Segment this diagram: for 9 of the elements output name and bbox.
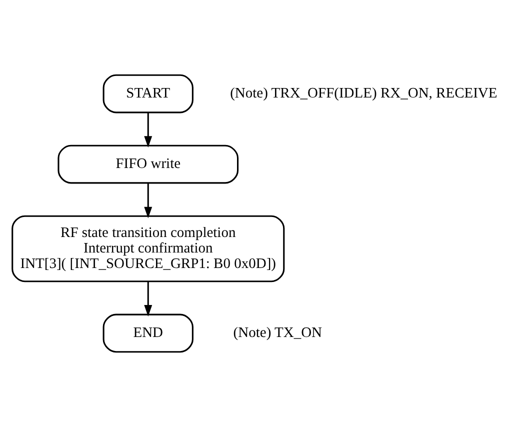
arrow [144, 280, 152, 316]
arrow [144, 112, 152, 147]
node-box: START [102, 74, 194, 113]
arrow [144, 182, 152, 218]
node-label: (Note) TRX_OFF(IDLE) RX_ON, RECEIVE [230, 85, 498, 102]
node-label: (Note) TX_ON [233, 324, 322, 341]
node-box: END [102, 313, 194, 352]
node-box: FIFO write [58, 144, 239, 184]
node-box: RF state transition completion Interrupt confirmation INT[3]( [INT_SOURCE_GRP1: B0 0x0D]) [12, 214, 285, 282]
